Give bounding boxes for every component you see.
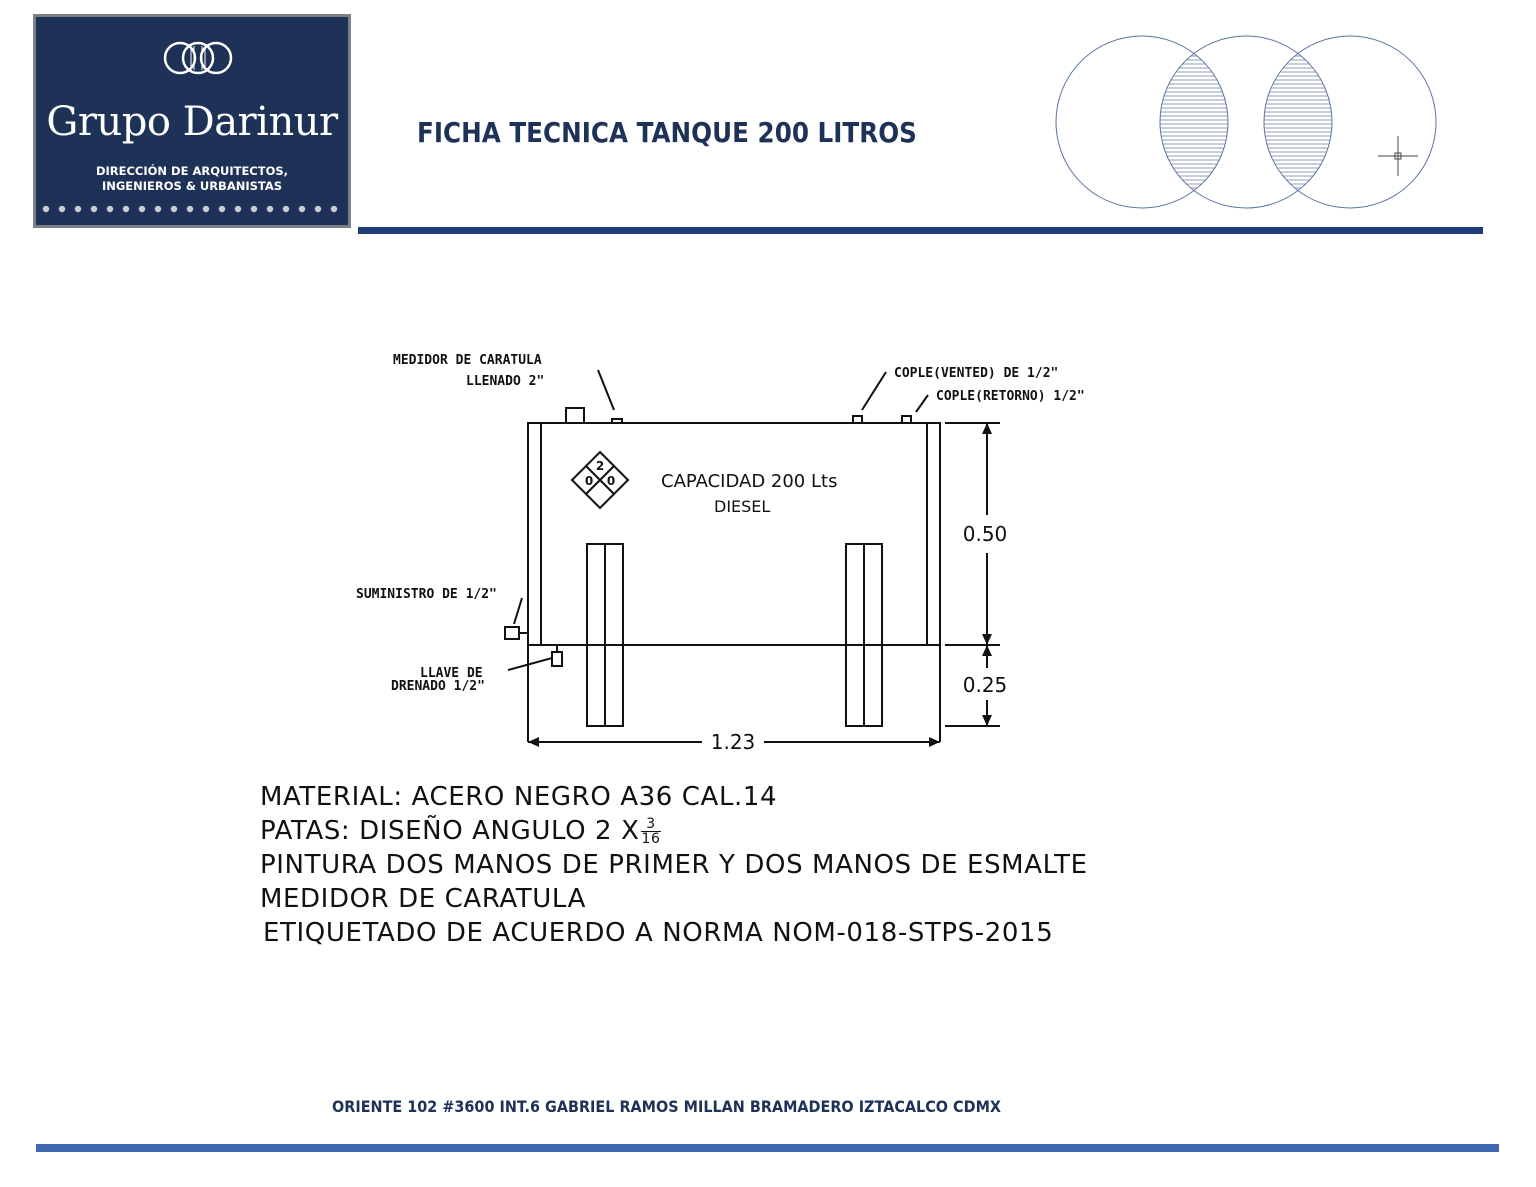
- rings-logo-icon: [163, 41, 233, 75]
- hazard-left: 0: [585, 474, 593, 488]
- hazard-right: 0: [607, 474, 615, 488]
- vent-coupling: [852, 415, 863, 424]
- tank-technical-drawing: MEDIDOR DE CARATULA LLENADO 2" COPLE(VEN…: [356, 353, 1085, 754]
- dim-height-legs: 0.25: [963, 673, 1008, 697]
- footer-divider: [36, 1144, 1499, 1152]
- dim-width: 1.23: [711, 730, 756, 754]
- spec-material: MATERIAL: ACERO NEGRO A36 CAL.14: [260, 782, 778, 812]
- label-vented: COPLE(VENTED) DE 1/2": [894, 366, 1058, 381]
- supply-valve: [504, 626, 520, 640]
- spec-medidor: MEDIDOR DE CARATULA: [260, 884, 586, 914]
- fuel-label: DIESEL: [714, 497, 770, 516]
- label-medidor: MEDIDOR DE CARATULA: [393, 353, 542, 368]
- dot-row-decoration: [42, 205, 338, 213]
- rings-decoration-icon: [1055, 35, 1437, 209]
- company-logo: Grupo Darinur DIRECCIÓN DE ARQUITECTOS, …: [33, 14, 351, 228]
- specifications-list: MATERIAL: ACERO NEGRO A36 CAL.14 PATAS: …: [260, 780, 1088, 950]
- return-coupling: [901, 415, 912, 424]
- capacity-label: CAPACIDAD 200 Lts: [661, 471, 837, 492]
- dim-height-tank: 0.50: [963, 522, 1008, 546]
- company-subtitle: DIRECCIÓN DE ARQUITECTOS, INGENIEROS & U…: [95, 164, 289, 193]
- document-title: FICHA TECNICA TANQUE 200 LITROS: [417, 116, 917, 149]
- drain-valve: [551, 651, 563, 667]
- spec-pintura: PINTURA DOS MANOS DE PRIMER Y DOS MANOS …: [260, 850, 1088, 880]
- label-retorno: COPLE(RETORNO) 1/2": [936, 389, 1085, 404]
- hazard-top: 2: [596, 459, 604, 473]
- company-address: ORIENTE 102 #3600 INT.6 GABRIEL RAMOS MI…: [332, 1097, 1002, 1116]
- company-name: Grupo Darinur: [46, 99, 338, 145]
- label-drenado: DRENADO 1/2": [391, 679, 485, 694]
- hazard-diamond-icon: [570, 450, 630, 510]
- filler-neck: [565, 407, 585, 424]
- label-llave: LLAVE DE: [420, 666, 483, 681]
- spec-etiquetado: ETIQUETADO DE ACUERDO A NORMA NOM-018-ST…: [263, 918, 1054, 948]
- label-suministro: SUMINISTRO DE 1/2": [356, 587, 497, 602]
- tank-body: [527, 422, 941, 646]
- gauge-fitting: [611, 418, 623, 424]
- label-llenado: LLENADO 2": [466, 374, 544, 389]
- header-divider: [358, 227, 1483, 234]
